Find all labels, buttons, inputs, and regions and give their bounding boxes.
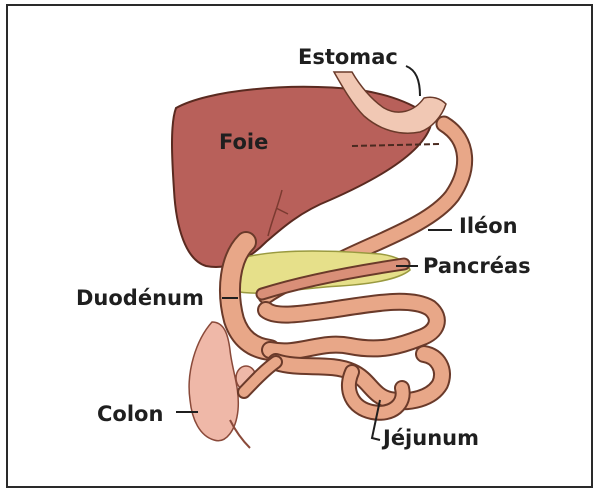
label-estomac: Estomac — [298, 47, 398, 68]
jejunum-loops — [244, 302, 442, 413]
label-pancreas: Pancréas — [423, 256, 531, 277]
label-jejunum: Jéjunum — [383, 428, 479, 449]
label-foie: Foie — [219, 132, 268, 153]
leader-estomac — [406, 66, 420, 96]
label-colon: Colon — [97, 404, 163, 425]
label-ileon: Iléon — [459, 216, 518, 237]
colon-tail — [230, 420, 250, 448]
label-duodenum: Duodénum — [76, 288, 204, 309]
